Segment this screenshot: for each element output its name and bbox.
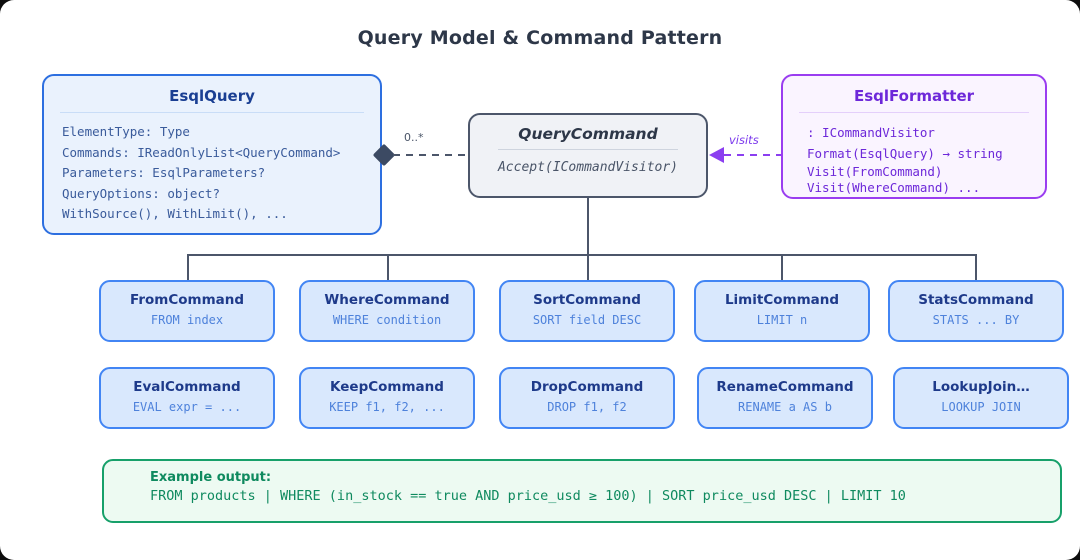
inheritance-bus-line — [187, 254, 976, 256]
formatter-members-bottom: Visit(FromCommand) Visit(WhereCommand) .… — [807, 164, 981, 195]
command-syntax: LOOKUP JOIN — [941, 400, 1021, 414]
class-title-query-command: QueryCommand — [518, 125, 658, 143]
inheritance-drop-3 — [587, 254, 589, 280]
command-box-lookupjoin[interactable]: LookupJoin… LOOKUP JOIN — [893, 367, 1069, 429]
command-syntax: DROP f1, f2 — [547, 400, 627, 414]
command-name: FromCommand — [129, 292, 245, 308]
command-syntax: STATS ... BY — [932, 313, 1020, 327]
inheritance-drop-2 — [387, 254, 389, 280]
command-syntax: FROM index — [150, 313, 224, 327]
command-name: LookupJoin… — [932, 379, 1030, 395]
command-name: KeepCommand — [330, 379, 444, 395]
class-members-query-command: Accept(ICommandVisitor) — [497, 160, 678, 175]
class-divider — [60, 112, 364, 113]
inheritance-trunk-line — [587, 198, 589, 255]
example-output-box: Example output: FROM products | WHERE (i… — [102, 459, 1062, 523]
command-name: DropCommand — [530, 379, 644, 395]
class-box-query-command[interactable]: QueryCommand Accept(ICommandVisitor) — [468, 113, 708, 198]
page-title: Query Model & Command Pattern — [357, 27, 723, 49]
command-name: StatsCommand — [918, 292, 1034, 308]
visits-dashed-line — [724, 154, 782, 156]
command-name: SortCommand — [533, 292, 641, 308]
command-syntax: RENAME a AS b — [738, 400, 832, 414]
command-syntax: LIMIT n — [756, 313, 808, 327]
command-syntax: SORT field DESC — [532, 313, 642, 327]
class-box-esql-formatter[interactable]: EsqlFormatter : ICommandVisitor Format(E… — [781, 74, 1047, 199]
class-members-esql-query: ElementType: Type Commands: IReadOnlyLis… — [62, 124, 341, 221]
formatter-members-top: : ICommandVisitor Format(EsqlQuery) → st… — [807, 125, 1003, 161]
class-title-esql-formatter: EsqlFormatter — [853, 87, 975, 105]
example-output-label: Example output: — [150, 470, 272, 485]
multiplicity-label: 0..* — [404, 131, 424, 144]
visits-label: visits — [729, 133, 759, 147]
inheritance-drop-5 — [975, 254, 977, 280]
class-divider — [799, 112, 1029, 113]
inheritance-drop-4 — [781, 254, 783, 280]
class-box-esql-query[interactable]: EsqlQuery ElementType: Type Commands: IR… — [42, 74, 382, 235]
class-divider — [498, 149, 678, 150]
example-output-code: FROM products | WHERE (in_stock == true … — [150, 488, 906, 504]
inheritance-drop-1 — [187, 254, 189, 280]
class-members-esql-formatter: : ICommandVisitor Format(EsqlQuery) → st… — [783, 122, 1045, 204]
command-syntax: KEEP f1, f2, ... — [329, 400, 445, 414]
command-name: WhereCommand — [324, 292, 450, 308]
command-syntax: EVAL expr = ... — [132, 400, 242, 414]
visits-arrowhead-icon — [709, 147, 724, 163]
composition-dashed-line — [393, 154, 468, 156]
command-syntax: WHERE condition — [332, 313, 442, 327]
command-name: RenameCommand — [716, 379, 854, 395]
command-name: LimitCommand — [724, 292, 840, 308]
class-title-esql-query: EsqlQuery — [169, 87, 255, 105]
command-name: EvalCommand — [133, 379, 241, 395]
